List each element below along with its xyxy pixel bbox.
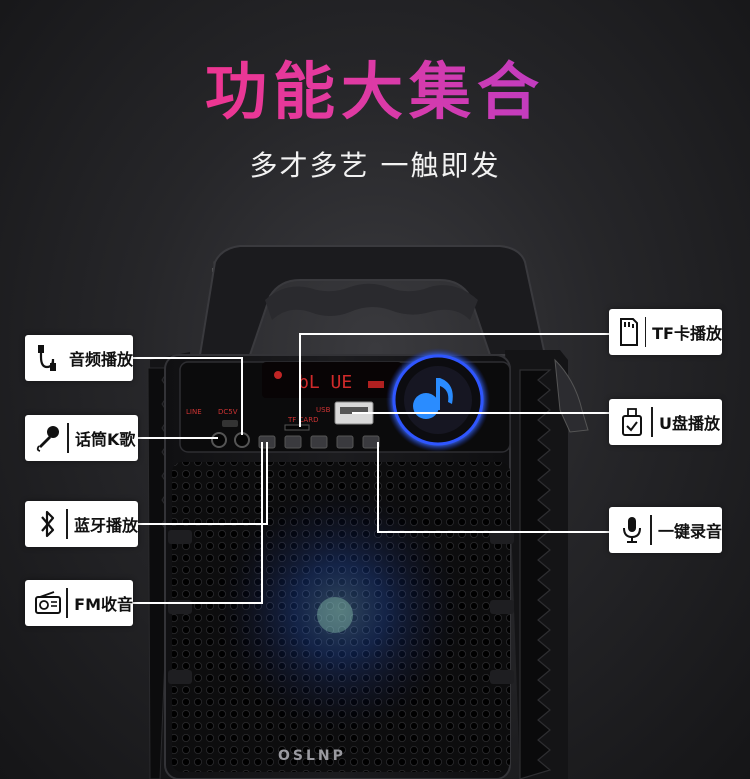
tf-slot	[284, 424, 310, 431]
led-display	[262, 362, 402, 398]
button-3	[310, 435, 328, 449]
feature-one-key-record: 一键录音	[609, 507, 722, 553]
connector-tf-drop	[299, 333, 301, 427]
svg-text:LINE: LINE	[186, 408, 202, 416]
svg-text:DC5V: DC5V	[218, 408, 238, 416]
button-5	[362, 435, 380, 449]
feature-fm-radio-label: FM收音	[74, 595, 133, 614]
connector-tf	[300, 333, 610, 335]
radio-icon	[33, 588, 62, 618]
aux-jack	[234, 432, 250, 448]
mic-jack	[211, 432, 227, 448]
connector-bt-drop	[266, 442, 268, 525]
connector-audio	[132, 357, 242, 359]
connector-bt	[138, 523, 268, 525]
usb-drive-icon	[617, 407, 647, 437]
display-readout: bL UE	[298, 372, 352, 393]
connector-usb	[352, 412, 610, 414]
button-4	[336, 435, 354, 449]
connector-record	[378, 531, 610, 533]
svg-text:TF CARD: TF CARD	[287, 416, 318, 424]
feature-audio-play-label: 音频播放	[69, 350, 134, 369]
brand-logo: OSLNP	[278, 748, 346, 764]
record-mic-icon	[617, 515, 646, 545]
feature-mic-karaoke: 话筒K歌	[25, 415, 138, 461]
feature-bluetooth-play: 蓝牙播放	[25, 501, 138, 547]
feature-tf-card-play-label: TF卡播放	[652, 324, 722, 343]
tf-card-icon	[617, 317, 641, 347]
connector-record-drop	[377, 442, 379, 533]
feature-fm-radio: FM收音	[25, 580, 133, 626]
audio-cable-icon	[33, 343, 59, 373]
feature-bluetooth-play-label: 蓝牙播放	[73, 516, 138, 535]
feature-usb-play-label: U盘播放	[659, 414, 720, 433]
bluetooth-icon	[33, 509, 62, 539]
feature-mic-karaoke-label: 话筒K歌	[75, 430, 136, 449]
page-subtitle: 多才多艺 一触即发	[249, 149, 501, 182]
feature-audio-play: 音频播放	[25, 335, 133, 381]
button-2	[284, 435, 302, 449]
feature-one-key-record-label: 一键录音	[657, 522, 722, 541]
microphone-icon	[33, 423, 63, 453]
feature-usb-play: U盘播放	[609, 399, 722, 445]
connector-fm	[132, 602, 263, 604]
connector-fm-drop	[261, 442, 263, 604]
feature-tf-card-play: TF卡播放	[609, 309, 722, 355]
connector-mic	[138, 437, 218, 439]
svg-text:USB: USB	[316, 406, 331, 414]
page-title: 功能大集合	[0, 52, 750, 132]
connector-audio-drop	[241, 357, 243, 435]
